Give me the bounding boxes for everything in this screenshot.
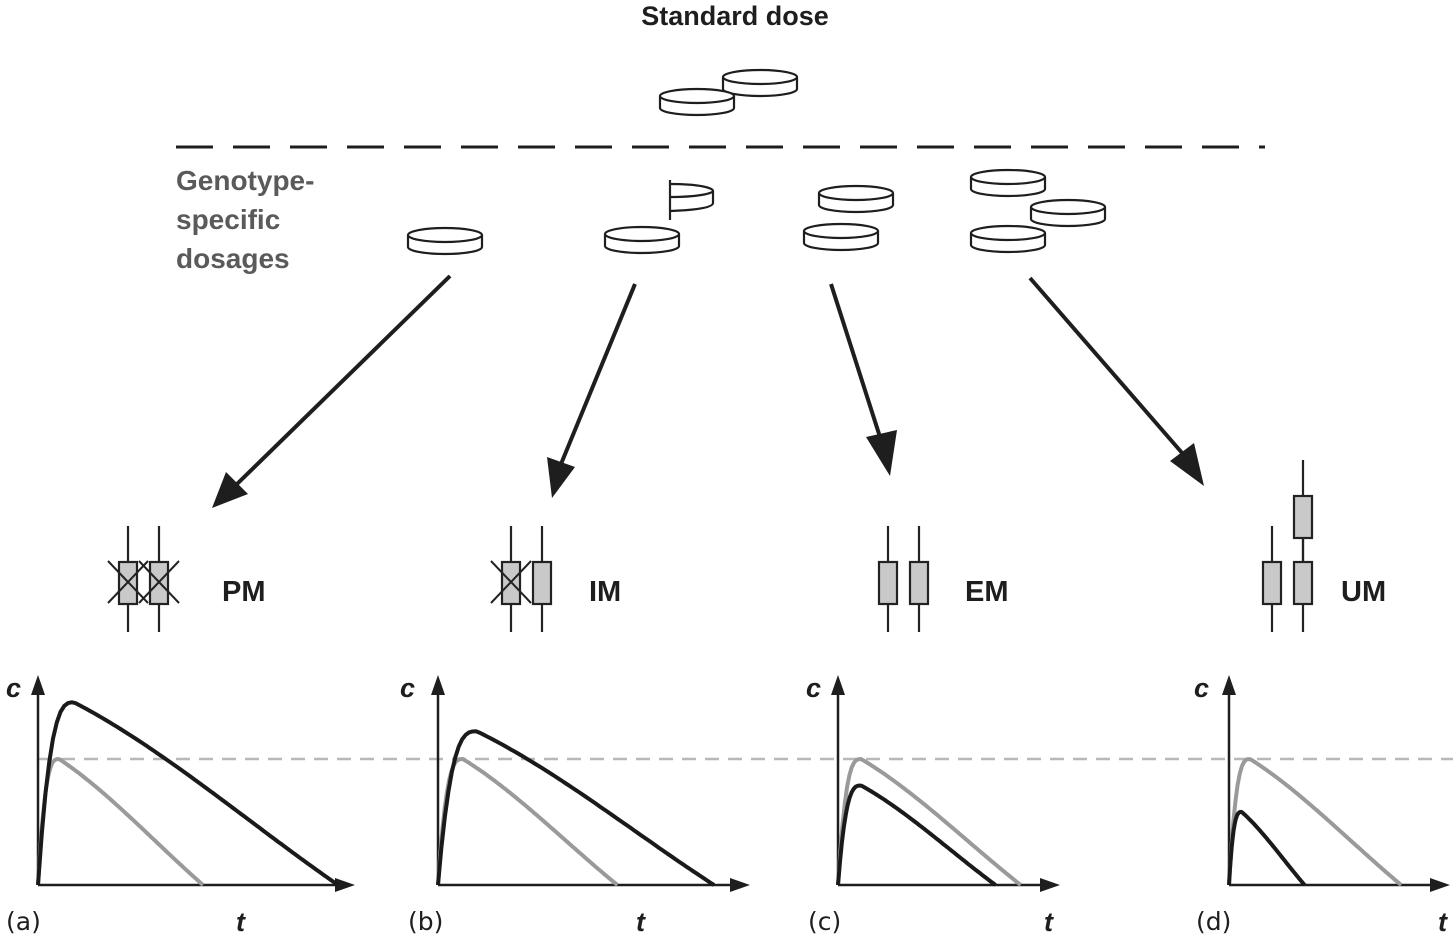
- genotype-um: [1261, 460, 1314, 632]
- x-axis-label-d: t: [1438, 907, 1448, 936]
- phenotype-label-um: UM: [1341, 576, 1386, 608]
- genotype-em: [877, 526, 930, 632]
- y-axis-label-d: c: [1194, 673, 1209, 703]
- title: Standard dose: [641, 1, 829, 31]
- tablet-icon: [969, 224, 1047, 254]
- dosage-tablets-em: [802, 184, 895, 252]
- plot-b: [431, 675, 750, 892]
- genotype-pm: [107, 526, 180, 632]
- section-label-line-1: Genotype-: [176, 165, 314, 196]
- arrow-to-im: [547, 283, 637, 498]
- x-axis-label-a: t: [236, 907, 246, 936]
- gene-allele-inactive: [490, 526, 532, 632]
- standard-dose-curve: [1227, 757, 1403, 887]
- gene-allele-active: [877, 526, 899, 632]
- standard-dose-tablets: [658, 68, 799, 117]
- gene-allele-active: [1261, 526, 1283, 632]
- dosage-tablets-pm: [406, 226, 484, 256]
- panel-label-c: (c): [808, 907, 841, 936]
- tablet-icon: [802, 222, 880, 252]
- x-axis-arrow-icon: [1430, 878, 1450, 892]
- y-axis-label-a: c: [6, 673, 21, 703]
- phenotype-label-em: EM: [965, 576, 1009, 608]
- panel-label-b: (b): [408, 907, 443, 936]
- y-axis-arrow-icon: [1222, 675, 1236, 695]
- genotype-dose-curve: [436, 729, 716, 887]
- y-axis-arrow-icon: [831, 675, 845, 695]
- section-label: Genotype- specific dosages: [176, 165, 314, 274]
- phenotype-label-im: IM: [589, 576, 621, 608]
- x-axis-arrow-icon: [1040, 878, 1060, 892]
- section-label-line-2: specific: [176, 204, 280, 235]
- tablet-icon: [658, 87, 736, 117]
- tablet-icon: [721, 68, 799, 98]
- half-tablet-icon: [668, 180, 715, 220]
- gene-allele-active: [531, 526, 553, 632]
- genotype-dose-curve: [36, 700, 340, 887]
- inactive-cross-icon: [490, 560, 532, 604]
- standard-dose-curve: [36, 756, 205, 887]
- x-axis-arrow-icon: [730, 878, 750, 892]
- genotype-dose-curve: [836, 783, 997, 887]
- genotype-im: [490, 526, 553, 632]
- x-axis-label-c: t: [1044, 907, 1054, 936]
- x-axis-arrow-icon: [335, 878, 355, 892]
- plot-d: [1222, 675, 1450, 892]
- gene-allele-active: [908, 526, 930, 632]
- plot-a: [31, 675, 355, 892]
- y-axis-label-b: c: [400, 673, 415, 703]
- dosage-tablets-um: [969, 168, 1107, 254]
- inactive-cross-icon: [107, 560, 149, 604]
- arrow-to-pm: [212, 274, 452, 508]
- arrow-to-em: [829, 283, 897, 476]
- y-axis-label-c: c: [806, 673, 821, 703]
- y-axis-arrow-icon: [431, 675, 445, 695]
- gene-allele-duplicate: [1292, 460, 1314, 562]
- phenotype-label-pm: PM: [222, 576, 266, 608]
- genotype-dose-curve: [1227, 809, 1307, 887]
- tablet-icon: [406, 226, 484, 256]
- gene-allele-inactive: [138, 526, 180, 632]
- tablet-icon: [1029, 198, 1107, 228]
- y-axis-arrow-icon: [31, 675, 45, 695]
- x-axis-label-b: t: [636, 907, 646, 936]
- standard-dose-curve: [836, 756, 1022, 887]
- gene-allele-inactive: [107, 526, 149, 632]
- tablet-icon: [603, 225, 681, 255]
- inactive-cross-icon: [138, 560, 180, 604]
- dosage-tablets-im: [603, 180, 715, 255]
- tablet-icon: [969, 168, 1047, 198]
- panel-label-a: (a): [6, 907, 41, 936]
- arrow-to-um: [1028, 276, 1204, 486]
- tablet-icon: [817, 184, 895, 214]
- section-label-line-3: dosages: [176, 243, 290, 274]
- panel-label-d: (d): [1196, 907, 1231, 936]
- standard-dose-curve: [436, 756, 619, 887]
- plot-c: [831, 675, 1060, 892]
